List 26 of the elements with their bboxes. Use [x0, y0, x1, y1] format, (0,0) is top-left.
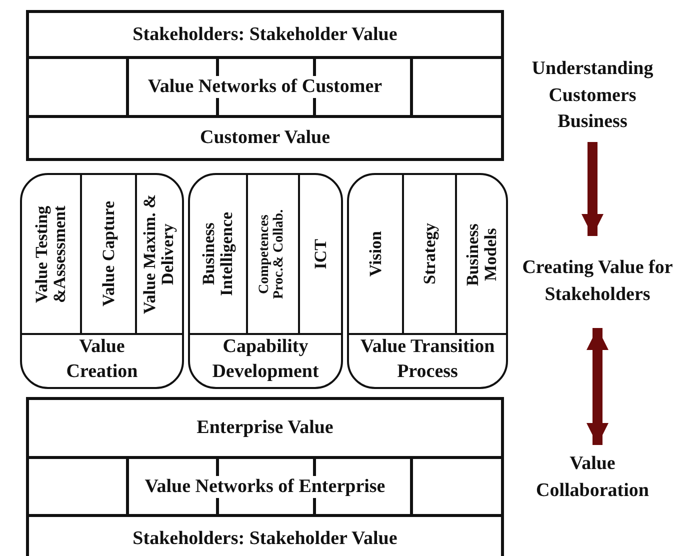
- group-panel: [20, 173, 184, 389]
- value-network-row: Value Networks of Customer: [26, 56, 504, 118]
- stage-label: Value Collaboration: [515, 447, 670, 509]
- enterprise-value-bar: Enterprise Value: [26, 397, 504, 459]
- group-title: Value Transition Process: [359, 335, 496, 384]
- vertical-label: ICT: [312, 238, 330, 270]
- group-panel: [347, 173, 508, 389]
- vertical-label: Value Testing &Assessment: [33, 179, 69, 329]
- vertical-label: Competences Proc.& Collab.: [258, 195, 288, 313]
- group-title: Value Creation: [65, 335, 139, 384]
- group-panel: [188, 173, 343, 389]
- vertical-label: Value Capture: [100, 201, 118, 307]
- stakeholder-value-bar: Stakeholders: Stakeholder Value: [26, 10, 504, 59]
- arrow: [582, 142, 604, 236]
- vertical-label: Business Intelligence: [200, 179, 236, 329]
- double-arrow: [586, 328, 608, 445]
- group-title: Capability Development: [211, 335, 320, 384]
- value-network-row: Value Networks of Enterprise: [26, 456, 504, 517]
- customer-value-bar: Customer Value: [26, 115, 504, 161]
- stage-label: Creating Value for Stakeholders: [515, 238, 680, 326]
- vertical-label: Value Maxim. & Delivery: [141, 192, 177, 316]
- stakeholder-value-bar: Stakeholders: Stakeholder Value: [26, 514, 504, 556]
- vertical-label: Strategy: [420, 223, 438, 285]
- stage-label: Understanding Customers Business: [515, 52, 670, 140]
- vertical-label: Vision: [366, 231, 384, 277]
- vertical-label: Business Models: [464, 206, 500, 302]
